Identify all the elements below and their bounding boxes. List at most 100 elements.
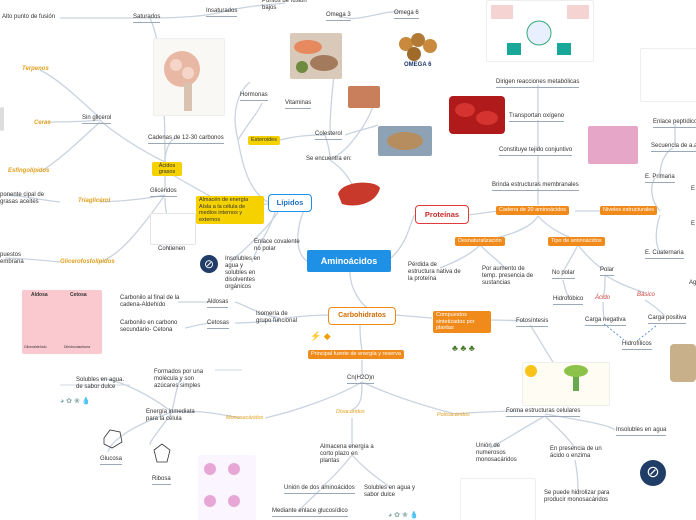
- node-gliceridos[interactable]: Glicéridos: [150, 188, 177, 197]
- node-glucosa[interactable]: Glucosa: [100, 456, 123, 465]
- node-formula-cnh2on[interactable]: Cn(H2O)n: [347, 375, 375, 384]
- node-almacen-energia[interactable]: Almacén de energía Aísla a la célula de …: [196, 196, 264, 224]
- node-se-encuentra-en[interactable]: Se encuentra en:: [306, 156, 352, 162]
- node-niveles-estructurales[interactable]: Niveles estructurales: [600, 206, 658, 215]
- image-photosynthesis: [522, 362, 610, 406]
- node-ag-partial[interactable]: Ag: [689, 280, 696, 286]
- image-omega6-foods: OMEGA 6: [388, 26, 452, 72]
- node-cadenas-12-30[interactable]: Cadenas de 12-30 carbonos: [148, 135, 224, 144]
- node-union-dos-aminoacidos[interactable]: Unión de dos aminoácidos: [284, 485, 355, 494]
- node-secuencia-aa[interactable]: Secuencia de a.a: [651, 143, 696, 152]
- node-no-polar[interactable]: No polar: [552, 270, 575, 279]
- node-aldosas[interactable]: Aldosas: [207, 299, 229, 308]
- node-transportan-oxigeno[interactable]: Transportan oxígeno: [509, 113, 565, 122]
- node-monosacaridos[interactable]: Monosacáridos: [226, 415, 264, 421]
- node-esfingolipidos[interactable]: Esfingolípidos: [8, 168, 50, 174]
- node-energia-inmediata[interactable]: Energía inmediata para la célula: [146, 409, 195, 422]
- node-acidos-grasos[interactable]: Ácidos grasos: [152, 162, 182, 176]
- image-peptide-structure: [640, 48, 696, 102]
- node-ribosa[interactable]: Ribosa: [152, 476, 171, 485]
- node-dirigen-reacciones[interactable]: Dirigen reacciones metabólicas: [496, 79, 580, 88]
- topic-lipidos[interactable]: Lípidos: [268, 194, 312, 212]
- node-saturados[interactable]: Saturados: [133, 14, 161, 23]
- node-triaglicerol[interactable]: Triaglicérol: [78, 198, 111, 204]
- image-metabolic-diagram: [486, 0, 594, 62]
- node-solubles-agua-dulce[interactable]: Solubles en agua y sabor dulce: [364, 485, 416, 498]
- node-solubles-sabor-dulce[interactable]: Solubles en agua. de sabor dulce: [76, 377, 125, 390]
- node-principal-fuente-energia[interactable]: Principal fuente de energía y reserva: [308, 350, 404, 359]
- node-polisacaridos[interactable]: Polisacáridos: [437, 412, 470, 418]
- node-compuestos-membrana[interactable]: puestos embrana: [0, 252, 24, 265]
- node-constituye-tejido[interactable]: Constituye tejido conjuntivo: [499, 147, 573, 156]
- node-hidrofobico[interactable]: Hidrofóbico: [553, 296, 584, 305]
- image-red-blood-cells: [449, 96, 505, 134]
- image-cholesterol-food: [378, 126, 432, 156]
- sugar-icons-2: ◕ ✿ ❀ 💧: [388, 512, 419, 519]
- image-adipose-tissue: [153, 38, 225, 116]
- label-gliceraldehido: Gliceraldehído: [24, 345, 47, 349]
- node-insaturados[interactable]: Insaturados: [206, 8, 238, 17]
- node-alto-punto-fusion[interactable]: Alto punto de fusión: [2, 14, 56, 20]
- node-e-primaria[interactable]: E. Primaria: [645, 174, 675, 183]
- sugar-icons: ◕ ✿ ❀ 💧: [60, 398, 91, 405]
- node-perdida-estructura[interactable]: Pérdida de estructura nativa de la prote…: [408, 262, 461, 282]
- image-omega3-foods: [290, 33, 342, 79]
- node-e-terciaria-partial[interactable]: E: [691, 221, 696, 227]
- node-hormonas[interactable]: Hormonas: [240, 92, 268, 101]
- central-topic-aminoacidos[interactable]: Aminoácidos: [307, 250, 391, 272]
- node-mediante-enlace-glucosidico[interactable]: Mediante enlace glucosídico: [272, 508, 348, 517]
- topic-proteinas[interactable]: Proteínas: [415, 205, 469, 224]
- node-disacaridos[interactable]: Disacáridos: [336, 409, 365, 415]
- dashed-arrows: [603, 323, 657, 341]
- node-carbonilo-final[interactable]: Carbonilo al final de la cadena-Aldehído: [120, 295, 180, 308]
- node-terpenos[interactable]: Terpenos: [22, 66, 49, 72]
- node-hidrofilicos[interactable]: Hidrofílicos: [622, 341, 652, 350]
- label-dihidroxiacetona: Dihidroxiacetona: [64, 345, 91, 349]
- image-connective-tissue: [588, 126, 638, 164]
- node-contienen[interactable]: Contienen: [158, 246, 186, 252]
- node-acido[interactable]: Ácido: [595, 295, 611, 301]
- node-forma-estructuras-celulares[interactable]: Forma estructuras celulares: [506, 408, 581, 417]
- energy-icon: ⚡ ◆: [310, 331, 331, 341]
- node-esteroides[interactable]: Esteroides: [248, 136, 280, 145]
- node-compuestos-sintetizados[interactable]: Compuestos sintetizados por plantas: [433, 311, 491, 333]
- node-omega3[interactable]: Omega 3: [326, 12, 351, 21]
- node-brinda-estructuras[interactable]: Brinda estructuras membranales: [492, 182, 579, 191]
- node-ceras[interactable]: Ceras: [34, 120, 51, 126]
- node-enlace-covalente[interactable]: Enlace covalente no polar: [254, 239, 300, 252]
- image-liver: [336, 178, 382, 210]
- node-tipo-aminoacidos[interactable]: Tipo de aminoácidos: [548, 237, 605, 246]
- node-union-numerosos[interactable]: Unión de numerosos monosacáridos: [476, 443, 517, 463]
- node-vitaminas[interactable]: Vitaminas: [285, 100, 312, 109]
- image-ribose-structure: [148, 440, 174, 472]
- node-glicerofosfolipidos[interactable]: Glicerofosfolípidos: [60, 259, 115, 265]
- topic-carbohidratos[interactable]: Carbohidratos: [328, 307, 396, 325]
- node-isomeria-grupo-funcional[interactable]: Isomería de grupo funcional: [256, 311, 298, 324]
- node-cadena-20-aminoacidos[interactable]: Cadena de 20 aminoácidos: [496, 206, 569, 215]
- node-e-secundaria-partial[interactable]: E: [691, 186, 696, 192]
- node-polar[interactable]: Polar: [600, 267, 615, 276]
- node-cetosas[interactable]: Cetosas: [207, 320, 230, 329]
- node-almacena-energia-plantas[interactable]: Almacena energía a corto plazo en planta…: [320, 444, 374, 464]
- node-por-aumento-temp[interactable]: Por aumento de temp. presencia de sustan…: [482, 266, 534, 286]
- omega6-logo-text: OMEGA 6: [404, 62, 432, 68]
- node-fotosintesis[interactable]: Fotosíntesis: [516, 318, 549, 327]
- node-insolubles-agua[interactable]: Insolubles en agua y solubles en disolve…: [225, 256, 261, 290]
- node-colesterol[interactable]: Colesterol: [315, 131, 343, 140]
- node-basico[interactable]: Básico: [637, 292, 656, 298]
- image-vitamins: [348, 86, 380, 108]
- node-puntos-fusion-bajos[interactable]: Puntos de fusión bajos: [262, 0, 307, 11]
- node-e-cuaternaria[interactable]: E. Cuaternaria: [645, 250, 684, 259]
- node-carbonilo-secundario[interactable]: Carbonilo en carbono secundario- Cetona: [120, 320, 178, 333]
- node-desnaturalizacion[interactable]: Desnaturalización: [455, 237, 505, 246]
- node-enlace-peptidico[interactable]: Enlace peptídico: [653, 119, 696, 128]
- node-sin-glicerol[interactable]: Sin glicerol: [82, 115, 112, 124]
- node-hidrolizar[interactable]: Se puede hidrolizar para producir monosa…: [544, 490, 610, 503]
- node-formados-molecula[interactable]: Formados por una molécula y son azúcares…: [154, 369, 204, 389]
- node-carga-positiva[interactable]: Carga positiva: [648, 315, 687, 324]
- node-en-presencia-acido[interactable]: En presencia de un ácido o enzima: [550, 446, 602, 459]
- node-componente-principal[interactable]: ponente cipal de grasas aceites: [0, 192, 45, 205]
- node-omega6[interactable]: Omega 6: [394, 10, 419, 19]
- node-insolubles-en-agua[interactable]: Insolubles en agua: [616, 427, 667, 436]
